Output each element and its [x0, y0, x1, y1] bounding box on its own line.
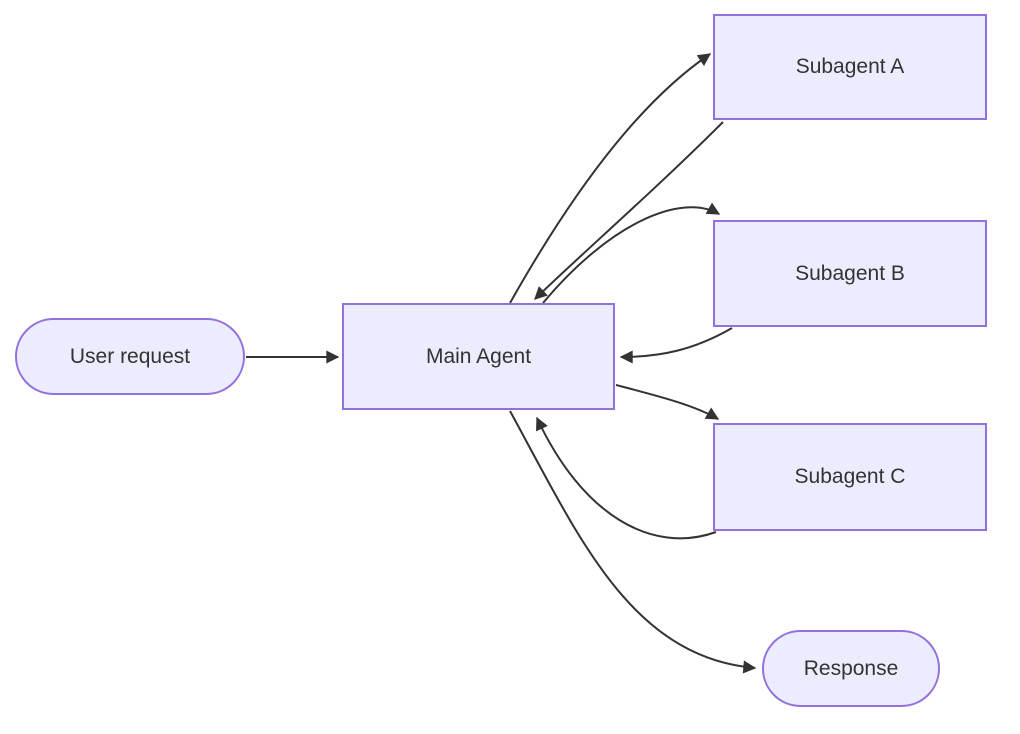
node-subagent-b-label: Subagent B: [795, 261, 905, 285]
node-subagent-a: Subagent A: [713, 14, 987, 120]
node-main-agent-label: Main Agent: [425, 344, 532, 368]
edge-main-agent-to-subagent-a: [509, 53, 712, 304]
edge-subagent-b-to-main-agent: [619, 327, 733, 364]
node-subagent-a-label: Subagent A: [795, 55, 905, 79]
node-subagent-c: Subagent C: [713, 423, 987, 531]
node-user-request-label: User request: [69, 344, 191, 368]
edge-main-agent-to-subagent-b: [542, 202, 721, 304]
edge-subagent-c-to-main-agent: [536, 416, 717, 540]
node-main-agent: Main Agent: [342, 303, 615, 410]
edge-main-agent-to-subagent-c: [615, 384, 720, 420]
node-response: Response: [762, 630, 940, 707]
edge-main-agent-to-response: [509, 410, 757, 674]
node-subagent-b: Subagent B: [713, 220, 987, 327]
node-subagent-c-label: Subagent C: [794, 465, 906, 489]
node-response-label: Response: [803, 656, 899, 680]
node-user-request: User request: [15, 318, 245, 395]
edge-subagent-a-to-main-agent: [534, 121, 724, 300]
